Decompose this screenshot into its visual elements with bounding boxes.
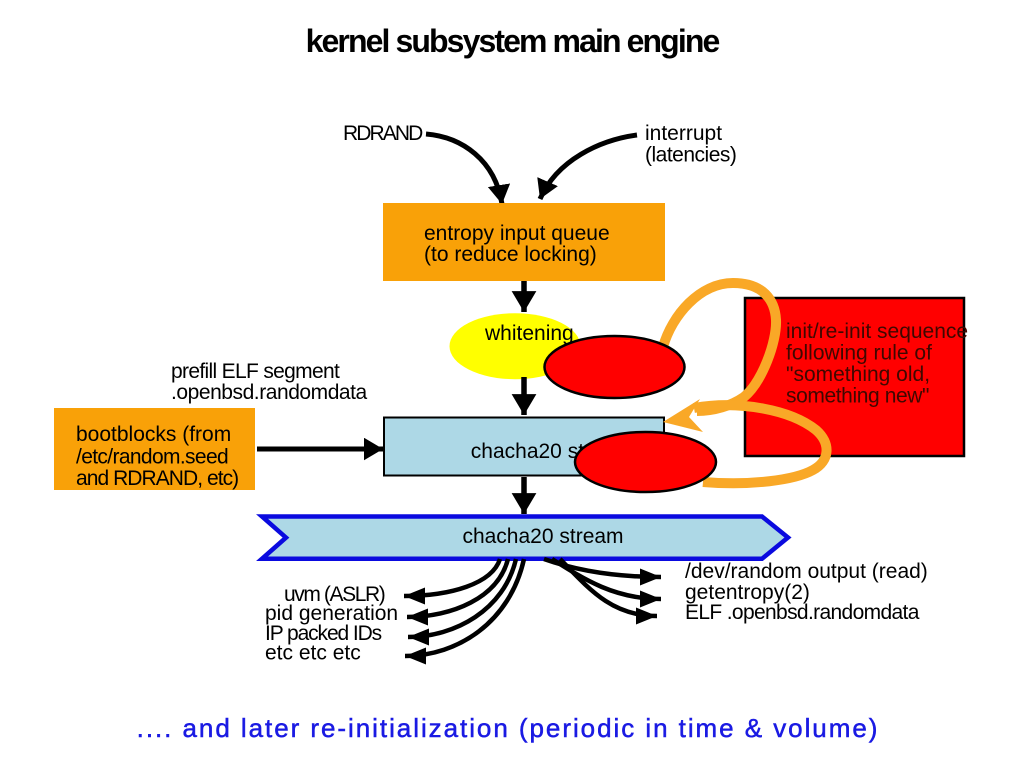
- svg-text:interrupt: interrupt: [645, 122, 722, 145]
- svg-text:pid generation: pid generation: [265, 602, 398, 625]
- svg-text:kernel subsystem main engine: kernel subsystem main engine: [306, 23, 720, 59]
- svg-text:"something old,: "something old,: [786, 363, 930, 386]
- svg-text:RDRAND: RDRAND: [343, 122, 423, 145]
- svg-text:entropy input queue: entropy input queue: [424, 222, 610, 245]
- svg-text:uvm (ASLR): uvm (ASLR): [284, 583, 385, 606]
- svg-text:bootblocks (from: bootblocks (from: [76, 423, 231, 446]
- svg-text:chacha20 stream: chacha20 stream: [462, 525, 623, 548]
- svg-text:and RDRAND, etc): and RDRAND, etc): [76, 467, 238, 490]
- svg-text:.... and later re-initializati: .... and later re-initialization (period…: [137, 713, 880, 743]
- svg-text:etc etc etc: etc etc etc: [265, 642, 361, 665]
- svg-text:/etc/random.seed: /etc/random.seed: [76, 446, 228, 469]
- svg-text:following rule of: following rule of: [786, 342, 932, 365]
- svg-text:.openbsd.randomdata: .openbsd.randomdata: [171, 381, 368, 404]
- svg-text:something new": something new": [786, 385, 929, 408]
- svg-text:/dev/random output (read): /dev/random output (read): [685, 560, 928, 583]
- svg-text:IP packed IDs: IP packed IDs: [265, 622, 382, 645]
- svg-text:prefill ELF segment: prefill ELF segment: [171, 360, 340, 383]
- svg-text:init/re-init sequence: init/re-init sequence: [786, 320, 968, 343]
- svg-text:whitening: whitening: [484, 322, 574, 345]
- svg-text:(to reduce locking): (to reduce locking): [424, 243, 597, 266]
- svg-text:ELF .openbsd.randomdata: ELF .openbsd.randomdata: [685, 601, 920, 624]
- svg-text:(latencies): (latencies): [645, 144, 736, 167]
- svg-text:getentropy(2): getentropy(2): [685, 581, 810, 604]
